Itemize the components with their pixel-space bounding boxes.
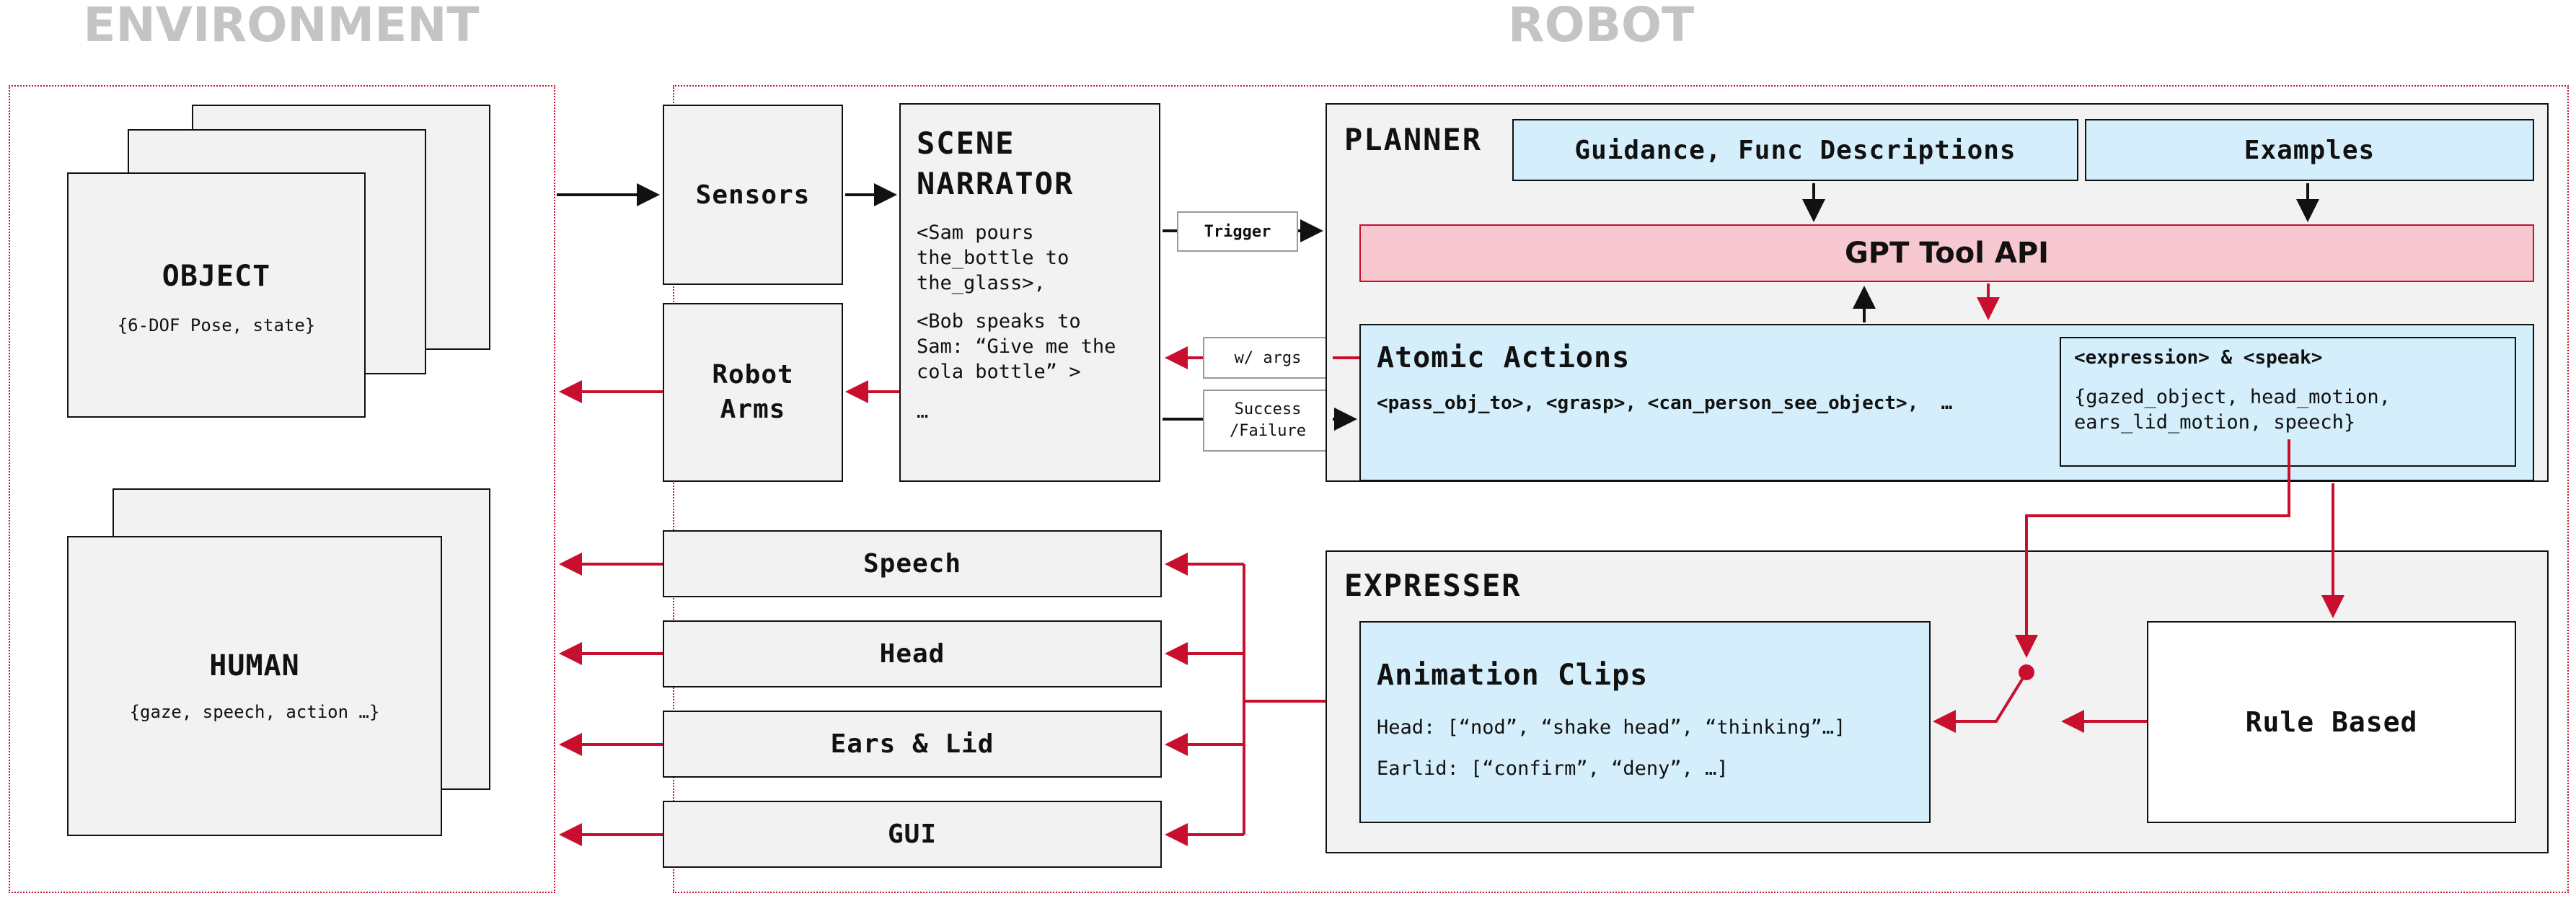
switch-to-clips-arrow — [1933, 671, 2028, 733]
examples-box: Examples — [2085, 119, 2534, 181]
scene-narrator-box: SCENE NARRATOR <Sam pours the_bottle to … — [899, 103, 1160, 482]
sensors-box: Sensors — [663, 105, 843, 285]
guidance-box: Guidance, Func Descriptions — [1512, 119, 2078, 181]
rule-based-box: Rule Based — [2147, 621, 2516, 823]
switch-node — [2019, 664, 2034, 680]
environment-section-title: ENVIRONMENT — [83, 0, 480, 53]
human-detail: {gaze, speech, action …} — [129, 702, 380, 722]
speech-output-box: Speech — [663, 530, 1162, 597]
object-title: OBJECT — [162, 260, 271, 293]
atomic-actions-list: <pass_obj_to>, <grasp>, <can_person_see_… — [1377, 392, 1953, 414]
gui-output-box: GUI — [663, 801, 1162, 868]
robot-arms-box: Robot Arms — [663, 303, 843, 482]
args-tag: w/ args — [1203, 337, 1333, 379]
expression-speak-title: <expression> & <speak> — [2074, 347, 2323, 369]
expression-to-switch-wire — [2015, 439, 2290, 658]
animation-earlid-line: Earlid: [“confirm”, “deny”, …] — [1377, 757, 1729, 780]
head-output-box: Head — [663, 620, 1162, 687]
planner-title: PLANNER — [1344, 122, 1483, 157]
environment-region — [9, 85, 555, 893]
expresser-title: EXPRESSER — [1344, 568, 1522, 603]
scene-narrator-title: SCENE NARRATOR — [917, 126, 1075, 201]
animation-head-line: Head: [“nod”, “shake head”, “thinking”…] — [1377, 716, 1846, 739]
expression-speak-args: {gazed_object, head_motion, ears_lid_mot… — [2074, 386, 2391, 434]
ears-lid-output-box: Ears & Lid — [663, 711, 1162, 778]
atomic-actions-title: Atomic Actions — [1377, 341, 1631, 374]
object-card: OBJECT {6-DOF Pose, state} — [67, 172, 366, 418]
human-card: HUMAN {gaze, speech, action …} — [67, 536, 442, 836]
object-detail: {6-DOF Pose, state} — [117, 315, 316, 335]
scene-narrator-event-1: <Sam pours the_bottle to the_glass>, — [917, 221, 1069, 294]
robot-region — [673, 85, 2569, 893]
gpt-tool-api-box: GPT Tool API — [1359, 224, 2534, 282]
trigger-tag: Trigger — [1177, 211, 1298, 252]
animation-clips-title: Animation Clips — [1377, 659, 1649, 692]
robot-section-title: ROBOT — [1507, 0, 1695, 53]
scene-narrator-event-2: <Bob speaks to Sam: “Give me the cola bo… — [917, 310, 1116, 383]
animation-clips-box: Animation Clips Head: [“nod”, “shake hea… — [1359, 621, 1931, 823]
human-title: HUMAN — [209, 649, 300, 682]
scene-narrator-ellipsis: … — [917, 400, 929, 423]
